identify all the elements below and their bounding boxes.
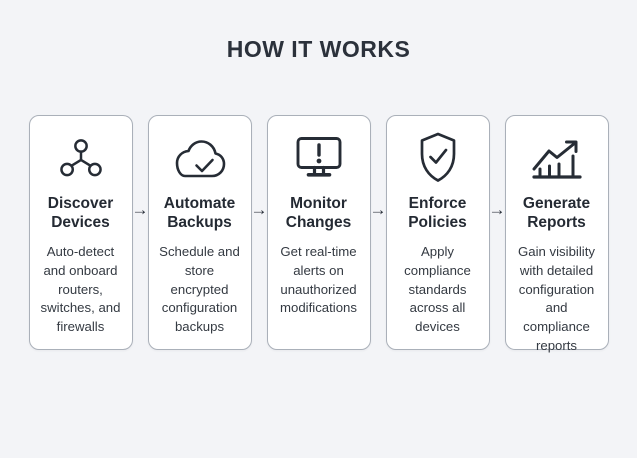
cloud-check-icon bbox=[156, 129, 244, 187]
page-title: HOW IT WORKS bbox=[226, 36, 411, 62]
step-card-automate-backups: Automate Backups Schedule and store encr… bbox=[147, 115, 252, 350]
step-card-enforce-policies: Enforce Policies Apply compliance standa… bbox=[385, 115, 490, 350]
step-title: Discover Devices bbox=[47, 195, 114, 231]
step-card-discover-devices: Discover Devices Auto-detect and onboard… bbox=[28, 115, 133, 350]
arrow-glyph: → bbox=[488, 200, 506, 219]
network-nodes-icon bbox=[37, 129, 125, 187]
step-title: Generate Reports bbox=[522, 195, 591, 231]
steps-flow: Discover Devices Auto-detect and onboard… bbox=[0, 115, 637, 353]
step-description: Schedule and store encrypted configurati… bbox=[159, 244, 240, 335]
arrow-glyph: → bbox=[131, 200, 149, 219]
step-card-generate-reports: Generate Reports Gain visibility with de… bbox=[504, 115, 609, 353]
shield-check-icon bbox=[394, 129, 482, 187]
step-description: Auto-detect and onboard routers, switche… bbox=[40, 244, 121, 335]
how-it-works-infographic: HOW IT WORKS Discover Devices Auto-detec… bbox=[0, 36, 637, 353]
step-description: Get real-time alerts on unauthorized mod… bbox=[280, 244, 357, 316]
step-card-monitor-changes: Monitor Changes Get real-time alerts on … bbox=[266, 115, 371, 350]
step-description: Gain visibility with detailed configurat… bbox=[518, 244, 595, 353]
step-description: Apply compliance standards across all de… bbox=[404, 244, 471, 335]
flow-arrow-icon: → bbox=[369, 115, 387, 350]
monitor-alert-icon bbox=[275, 129, 363, 187]
step-title: Monitor Changes bbox=[285, 195, 352, 231]
flow-arrow-icon: → bbox=[131, 115, 149, 350]
arrow-glyph: → bbox=[250, 200, 268, 219]
step-title: Automate Backups bbox=[163, 195, 236, 231]
trend-chart-icon bbox=[513, 129, 601, 187]
arrow-glyph: → bbox=[369, 200, 387, 219]
step-title: Enforce Policies bbox=[408, 195, 467, 231]
flow-arrow-icon: → bbox=[488, 115, 506, 350]
flow-arrow-icon: → bbox=[250, 115, 268, 350]
